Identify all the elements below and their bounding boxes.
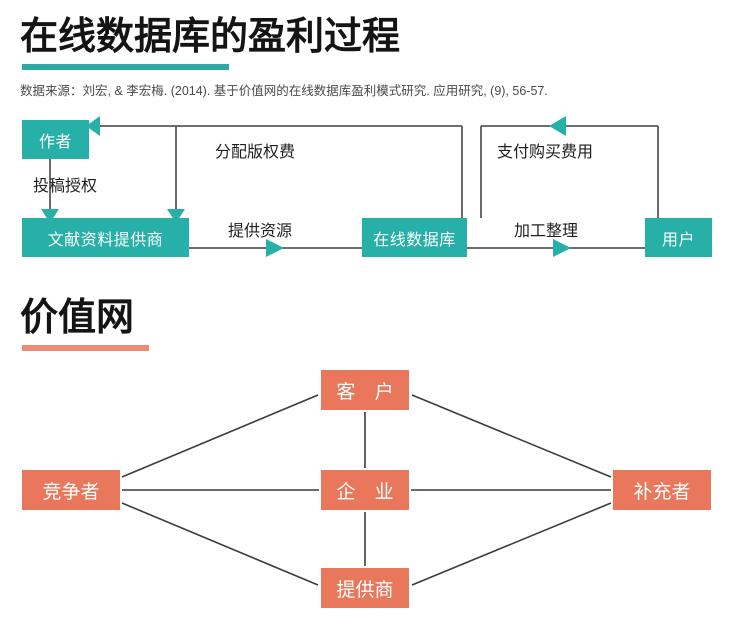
- arrowhead-process: [553, 239, 571, 257]
- flow-node-author[interactable]: 作者: [22, 120, 89, 159]
- arrowhead-royalty: [86, 116, 100, 136]
- flow-connectors: [41, 116, 659, 257]
- flow-node-provider[interactable]: 文献资料提供商: [22, 218, 189, 257]
- arrowhead-supply: [266, 239, 284, 257]
- flow-edge-label-payment: 支付购买费用: [497, 144, 594, 161]
- value-net-node-supplier[interactable]: 提供商: [321, 568, 409, 608]
- section-title-profit-process: 在线数据库的盈利过程: [20, 16, 401, 58]
- arrowhead-royalty-branch: [167, 209, 185, 223]
- link-competitor-supplier: [121, 502, 319, 586]
- value-net-node-competitor[interactable]: 竞争者: [22, 470, 120, 510]
- flow-edge-label-supply: 提供资源: [228, 223, 293, 240]
- link-customer-complement: [411, 394, 612, 478]
- arrowhead-grant: [41, 209, 59, 223]
- section-underline-teal: [22, 64, 229, 70]
- flow-node-database[interactable]: 在线数据库: [362, 218, 467, 257]
- value-net-node-customer[interactable]: 客 户: [321, 370, 409, 410]
- flow-node-user[interactable]: 用户: [645, 218, 712, 257]
- value-net-connectors: [121, 394, 612, 586]
- flow-edge-label-royalty: 分配版权费: [215, 144, 296, 161]
- flow-edge-label-grant: 投稿授权: [33, 178, 98, 195]
- source-citation: 数据来源：刘宏, & 李宏梅. (2014). 基于价值网的在线数据库盈利模式研…: [20, 84, 548, 98]
- link-supplier-complement: [411, 502, 612, 586]
- section-underline-coral: [22, 345, 149, 351]
- link-competitor-customer: [121, 394, 319, 478]
- arrowhead-payment: [549, 116, 566, 136]
- flow-edge-label-process: 加工整理: [514, 223, 579, 240]
- value-net-diagram: 客 户 企 业 提供商 竞争者 补充者: [0, 360, 730, 625]
- value-net-node-firm[interactable]: 企 业: [321, 470, 409, 510]
- profit-process-flow-diagram: 作者 文献资料提供商 在线数据库 用户 投稿授权 分配版权费 提供资源 支付购买…: [0, 108, 730, 273]
- value-net-node-complement[interactable]: 补充者: [613, 470, 711, 510]
- section-title-value-net: 价值网: [20, 297, 135, 339]
